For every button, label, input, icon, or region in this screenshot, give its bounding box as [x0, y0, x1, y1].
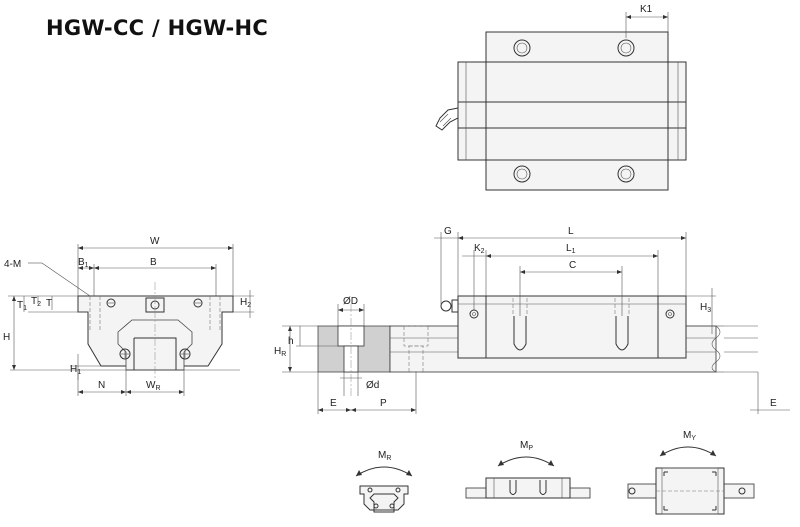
c-label: C [569, 260, 576, 271]
h-small-label: h [288, 336, 294, 347]
moment-mr-diagram: MR [355, 450, 413, 513]
t-label: T [46, 298, 52, 309]
wr-label: WR [146, 380, 161, 392]
h3-label: H3 [700, 302, 711, 314]
k2-label: K2 [474, 243, 485, 255]
g-label: G [444, 226, 452, 237]
ball-bearing [106, 298, 116, 308]
mounting-hole [513, 39, 531, 57]
my-label: MY [683, 430, 696, 442]
mounting-hole [513, 165, 531, 183]
ball-bearing [179, 348, 191, 360]
e-left-label: E [330, 398, 337, 409]
hr-label: HR [274, 346, 286, 358]
side-view: ØD Ød HR h E P G L K2 [274, 226, 790, 414]
moment-my-diagram: MY [627, 430, 755, 515]
mp-label: MP [520, 440, 533, 452]
ball-bearing [193, 298, 203, 308]
mounting-hole [617, 39, 635, 57]
h1-label: H1 [70, 364, 81, 376]
h2-label: H2 [240, 297, 251, 309]
e-right-label: E [770, 398, 777, 409]
p-label: P [380, 398, 387, 409]
diagram-title: HGW-CC / HGW-HC [46, 16, 269, 40]
front-view: W B1 B 4-M H T1 T2 T H2 H1 [3, 236, 254, 396]
b-label: B [150, 257, 157, 268]
screw-slot [614, 298, 630, 351]
l1-label: L1 [566, 243, 576, 255]
l-label: L [568, 226, 574, 237]
t1-label: T1 [17, 300, 27, 312]
ball-bearing [119, 348, 131, 360]
moment-mp-diagram: MP [465, 440, 591, 499]
t2-label: T2 [31, 296, 41, 308]
mr-label: MR [378, 450, 391, 462]
screw-slot [512, 298, 528, 351]
grease-nipple [435, 107, 459, 131]
mounting-hole [617, 165, 635, 183]
k1-label: K1 [640, 4, 653, 15]
h-label: H [3, 332, 10, 343]
top-view: K1 [435, 4, 687, 191]
n-label: N [98, 380, 105, 391]
b1-label: B1 [78, 257, 89, 269]
phi-small-d-label: Ød [366, 380, 379, 391]
phi-big-d-label: ØD [343, 296, 358, 307]
four-m-label: 4-M [4, 259, 21, 270]
w-label: W [150, 236, 160, 247]
